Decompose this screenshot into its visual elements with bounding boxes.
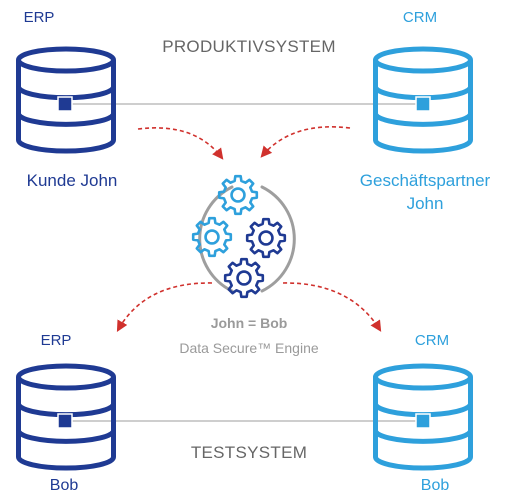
crm-test-database-icon [373,363,473,471]
engine-name-label: Data Secure™ Engine [179,340,319,356]
engine-ring-right [260,185,296,293]
crm-record-label-line1: Geschäftspartner [359,171,491,190]
crm-test-connector-node [415,413,431,429]
arrow-engine-to-erp-test [116,282,213,332]
erp-test-connector-node [57,413,73,429]
productive-system-title: PRODUKTIVSYSTEM [162,37,336,56]
crm-connector-node [415,96,431,112]
gear-icon [245,217,287,259]
gear-icon [217,174,259,216]
arrow-crm-to-engine [260,126,351,158]
erp-database-icon [16,46,116,154]
erp-record-label: Kunde John [26,171,118,190]
bottom-erp-label: ERP [40,332,72,349]
engine-mapping-label: John = Bob [210,315,288,331]
arrow-engine-to-crm-test [282,282,382,332]
gear-icon [223,257,265,299]
engine-ring-left [198,185,234,293]
gears-icon [191,174,287,299]
crm-test-record-label: Bob [420,477,450,494]
top-crm-label: CRM [402,9,438,26]
erp-connector-node [57,96,73,112]
test-system-title: TESTSYSTEM [190,443,308,462]
gear-icon [191,216,233,258]
crm-record-label-line2: John [406,194,444,213]
erp-test-record-label: Bob [49,477,79,494]
top-erp-label: ERP [23,9,55,26]
bottom-crm-label: CRM [414,332,450,349]
arrow-erp-to-engine [137,127,224,160]
